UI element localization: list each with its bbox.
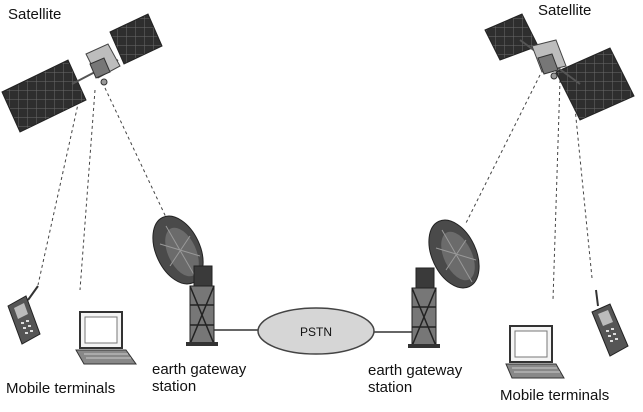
satellite-module: [537, 53, 559, 75]
laptop-screen: [514, 330, 548, 358]
phone-antenna: [595, 289, 599, 307]
pstn-label: PSTN: [300, 325, 332, 339]
dish-mount: [193, 265, 213, 287]
mobile-terminals-label-right: Mobile terminals: [500, 387, 610, 404]
satellite-icon: [1, 13, 163, 133]
gateway-label-right-line2: station: [368, 379, 413, 396]
link-left-sat-to-gateway: [104, 87, 173, 231]
satellite-module: [89, 57, 111, 79]
cloud-ellipse-icon: PSTN: [257, 307, 375, 355]
satellite-antenna: [100, 78, 108, 86]
solar-panel: [1, 59, 87, 133]
mobile-phone-icon: [7, 285, 41, 345]
laptop-keyboard: [75, 349, 137, 365]
gateway-label-left-line2: station: [152, 378, 197, 395]
gateway-label-left-line1: earth gateway: [152, 361, 247, 378]
satellite-antenna: [550, 72, 558, 80]
gateway-label-right-line1: earth gateway: [368, 362, 463, 379]
link-right-sat-to-gateway: [464, 74, 541, 226]
phone-antenna: [27, 285, 39, 301]
signal-links: [37, 74, 593, 301]
phone-screen: [598, 310, 613, 326]
phone-body: [591, 303, 629, 357]
laptop-screen: [84, 316, 118, 344]
link-right-sat-to-laptop: [552, 79, 561, 301]
link-left-sat-to-laptop: [79, 89, 96, 291]
dish-antenna-icon: [152, 215, 218, 346]
mobile-phone-icon: [591, 289, 629, 357]
mobile-terminals-label-left: Mobile terminals: [6, 380, 116, 397]
gateway-label-left: earth gateway station: [152, 361, 246, 395]
solar-panel: [484, 13, 539, 61]
phone-screen: [14, 303, 28, 319]
gateway-label-right: earth gateway station: [368, 362, 462, 396]
dish-antenna-icon: [408, 219, 480, 348]
link-left-sat-to-phone: [37, 94, 81, 286]
satellite-icon: [484, 13, 635, 121]
pstn-ellipse: [257, 307, 375, 355]
solar-panel: [555, 47, 635, 121]
laptop-icon: [75, 311, 137, 365]
dish-mount: [415, 267, 435, 289]
laptop-icon: [505, 325, 565, 379]
satellite-label-right: Satellite: [538, 2, 592, 19]
solar-panel: [109, 13, 163, 65]
laptop-keyboard: [505, 363, 565, 379]
satellite-label-left: Satellite: [8, 6, 62, 23]
